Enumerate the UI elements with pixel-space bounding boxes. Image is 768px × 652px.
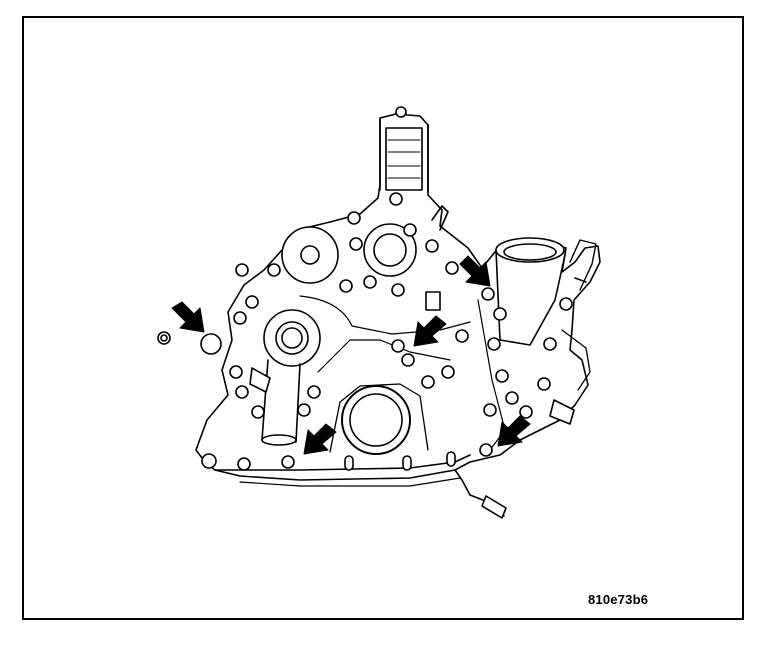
cover-bottom-rail [214, 454, 471, 471]
oil-filler-neck [495, 249, 566, 346]
bolt-bosses [229, 192, 573, 471]
figure-id-code: 810e73b6 [588, 592, 649, 607]
arrow-upper-right [459, 255, 491, 287]
arrow-left [171, 301, 205, 333]
arrow-bottom-left [303, 423, 337, 455]
top-housing [379, 119, 429, 193]
arrow-bottom-right [497, 415, 531, 447]
water-pump-hub [263, 309, 321, 367]
arrow-center [413, 315, 447, 347]
left-bolt [157, 331, 171, 345]
center-pulley [363, 223, 417, 277]
crankshaft-seal-bore [341, 385, 411, 455]
upper-pulley [281, 226, 339, 284]
pump-outlet-tube [261, 359, 301, 443]
callout-arrows [171, 255, 531, 455]
